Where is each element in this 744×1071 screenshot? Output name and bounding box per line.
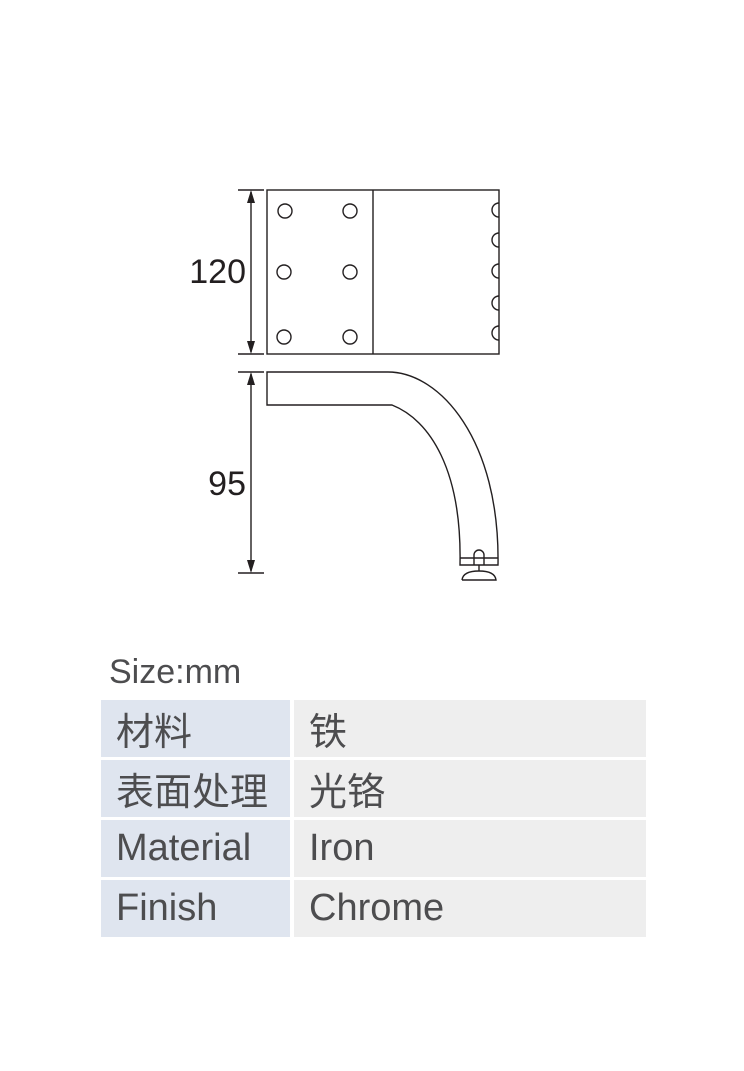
spec-key-finish: Finish bbox=[101, 880, 294, 937]
dimension-label-95: 95 bbox=[208, 465, 246, 503]
curved-leg-side-view bbox=[266, 371, 499, 581]
mounting-plate-top-view bbox=[266, 189, 500, 355]
spec-key-finish-cn: 表面处理 bbox=[101, 760, 294, 820]
spec-key-material-cn: 材料 bbox=[101, 700, 294, 760]
size-unit-label: Size:mm bbox=[109, 653, 242, 691]
spec-value-finish: Chrome bbox=[294, 880, 646, 937]
table-row: Material Iron bbox=[101, 820, 646, 880]
technical-drawing: 120 95 bbox=[189, 189, 500, 581]
screw-holes bbox=[276, 203, 358, 345]
table-row: 表面处理 光铬 bbox=[101, 760, 646, 820]
spec-table: 材料 铁 表面处理 光铬 Material Iron Finish Chrome bbox=[101, 700, 646, 937]
spec-value-material: Iron bbox=[294, 820, 646, 880]
edge-half-holes bbox=[491, 202, 500, 341]
dimension-label-120: 120 bbox=[189, 253, 246, 291]
spec-value-finish-cn: 光铬 bbox=[294, 760, 646, 820]
table-row: 材料 铁 bbox=[101, 700, 646, 760]
spec-key-material: Material bbox=[101, 820, 294, 880]
spec-value-material-cn: 铁 bbox=[294, 700, 646, 760]
table-row: Finish Chrome bbox=[101, 880, 646, 937]
